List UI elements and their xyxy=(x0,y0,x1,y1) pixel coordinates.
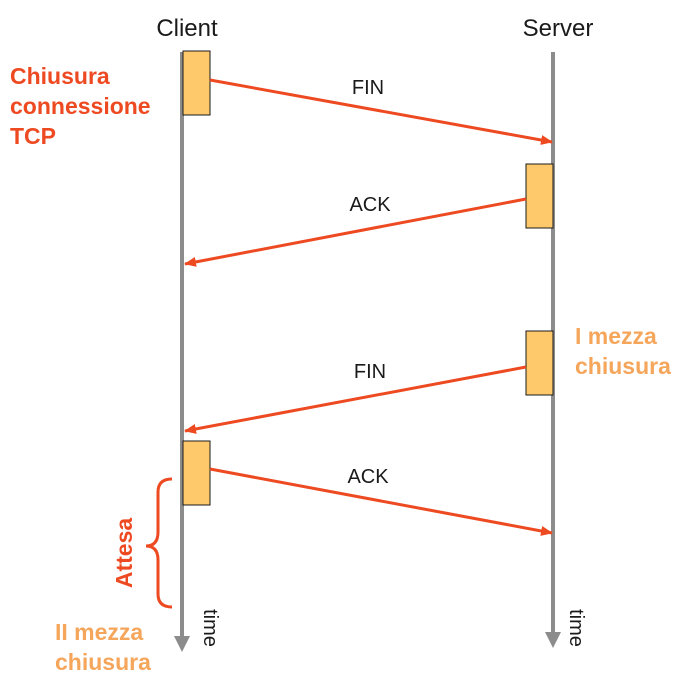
title-line-2: connessione xyxy=(10,93,151,119)
fin-label-2: FIN xyxy=(354,361,386,383)
fin-label-1: FIN xyxy=(352,77,384,99)
ack-arrow-2 xyxy=(209,467,553,536)
time-label-server: time xyxy=(565,609,587,647)
title-line-3: TCP xyxy=(10,123,56,149)
half-close-1-line-1: I mezza xyxy=(575,323,657,349)
client-activation-box-2 xyxy=(182,440,211,506)
server-header: Server xyxy=(523,15,594,42)
server-activation-box-2 xyxy=(525,330,554,396)
ack-label-2: ACK xyxy=(347,466,389,488)
client-header: Client xyxy=(156,15,218,42)
server-activation-box-1 xyxy=(525,163,554,229)
title-line-1: Chiusura xyxy=(10,63,110,89)
wait-brace xyxy=(145,477,173,609)
wait-label: Attesa xyxy=(111,518,137,589)
fin-arrow-2 xyxy=(184,365,527,434)
ack-arrow-1 xyxy=(184,197,527,267)
fin-arrow-1 xyxy=(209,78,553,145)
client-timeline-arrowhead xyxy=(174,636,190,652)
server-timeline-arrowhead xyxy=(545,632,561,648)
half-close-2-line-2: chiusura xyxy=(55,649,151,675)
half-close-2-line-1: II mezza xyxy=(55,619,143,645)
ack-label-1: ACK xyxy=(349,194,391,216)
time-label-client: time xyxy=(199,609,221,647)
client-activation-box-1 xyxy=(182,50,211,116)
half-close-1-line-2: chiusura xyxy=(575,353,671,379)
